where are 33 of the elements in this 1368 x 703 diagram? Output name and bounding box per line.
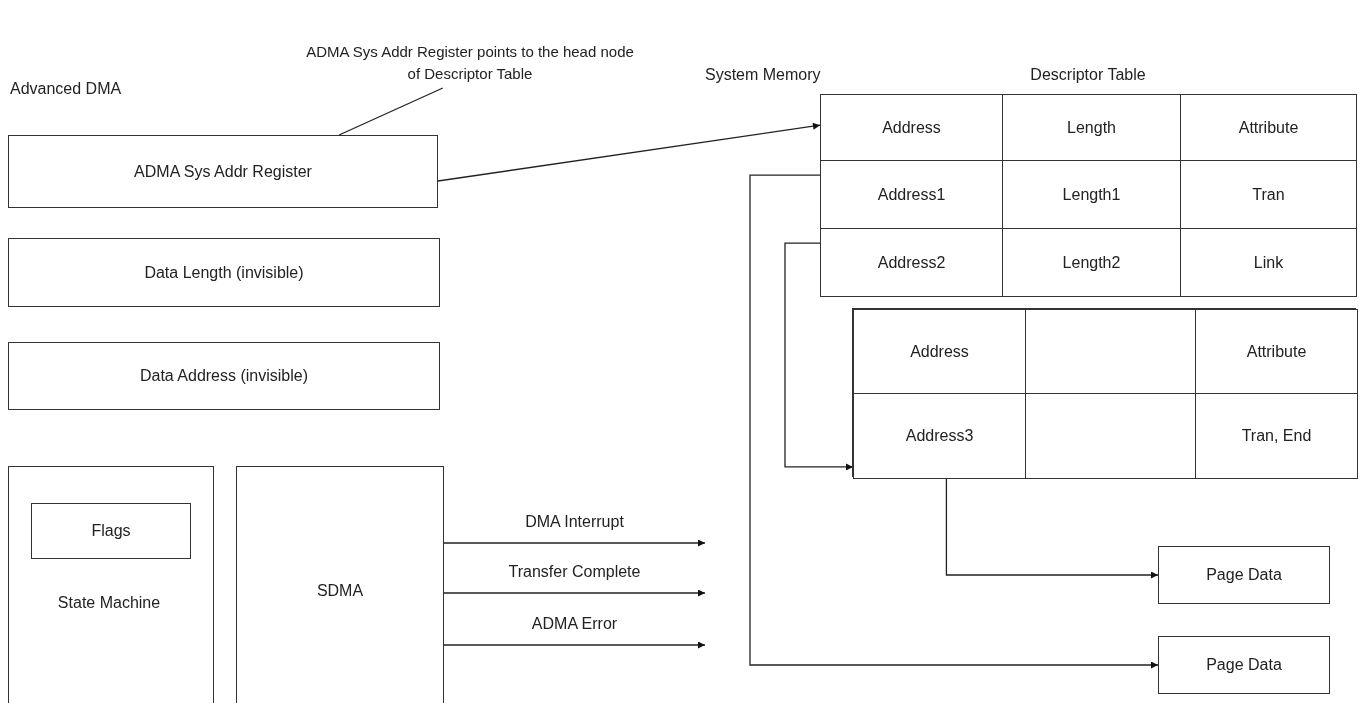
- register-box: ADMA Sys Addr Register: [8, 135, 438, 208]
- callout-text: ADMA Sys Addr Register points to the head node of Descriptor Table: [300, 38, 640, 88]
- flags-box: Flags: [31, 503, 191, 559]
- section-label: System Memory: [705, 66, 821, 84]
- page-data-box: Page Data: [1158, 546, 1330, 604]
- leader-line: [338, 87, 444, 136]
- table-cell: Address: [853, 309, 1026, 394]
- state-machine-box: [8, 466, 214, 703]
- descriptor-table: [852, 308, 1356, 477]
- arrow: [749, 174, 1159, 669]
- arrow: [437, 122, 821, 182]
- box-label: State Machine: [56, 593, 162, 613]
- table-cell: Address: [820, 94, 1003, 161]
- table-cell: Address3: [853, 393, 1026, 479]
- page-data-box: Page Data: [1158, 636, 1330, 694]
- arrow: [784, 242, 854, 471]
- table-cell: Link: [1180, 228, 1357, 297]
- edge-label: DMA Interrupt: [524, 513, 625, 531]
- table-cell: Tran, End: [1195, 393, 1358, 479]
- register-box: Data Length (invisible): [8, 238, 440, 307]
- arrow: [945, 478, 1159, 579]
- section-label: Advanced DMA: [10, 80, 122, 98]
- table-title: Descriptor Table: [1029, 66, 1147, 84]
- sdma-box: SDMA: [236, 466, 444, 703]
- arrow: [443, 539, 706, 547]
- register-box: Data Address (invisible): [8, 342, 440, 410]
- arrow: [443, 641, 706, 649]
- table-cell: Attribute: [1195, 309, 1358, 394]
- table-cell: Address2: [820, 228, 1003, 297]
- edge-label: ADMA Error: [530, 615, 619, 633]
- table-cell: Attribute: [1180, 94, 1357, 161]
- edge-label: Transfer Complete: [507, 563, 642, 581]
- arrow: [443, 589, 706, 597]
